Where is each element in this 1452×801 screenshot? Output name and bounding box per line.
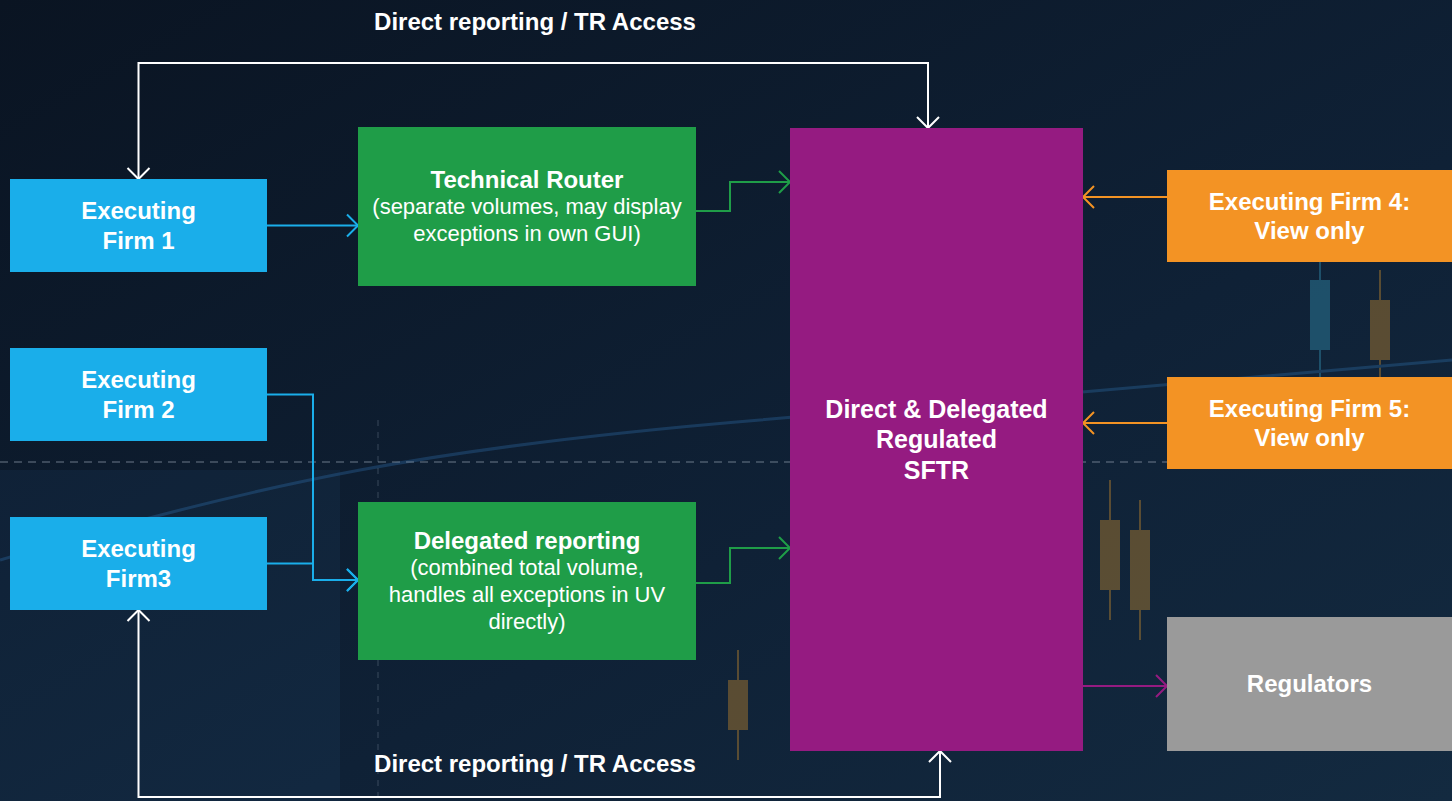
connector-label: Direct reporting / TR Access — [374, 750, 696, 779]
connector — [1083, 675, 1167, 697]
box-title: Executing Firm3 — [55, 534, 222, 593]
connector-line — [267, 395, 358, 581]
connector — [267, 395, 358, 592]
process-box: Delegated reporting(combined total volum… — [358, 502, 696, 660]
arrow-head — [779, 537, 790, 559]
box-title: Executing Firm 1 — [55, 196, 222, 255]
connector-line — [1083, 422, 1167, 424]
box-title: Regulators — [1247, 669, 1372, 698]
connector-line — [267, 564, 358, 581]
arrow-head — [1083, 412, 1094, 434]
process-box: Regulators — [1167, 617, 1452, 751]
arrow-head — [779, 171, 790, 193]
connector — [1083, 412, 1167, 434]
process-box: Executing Firm 2 — [10, 348, 267, 441]
arrow-head — [347, 215, 358, 237]
process-box: Technical Router(separate volumes, may d… — [358, 127, 696, 286]
arrow-head — [128, 610, 150, 621]
connector-line — [267, 225, 358, 227]
connector — [267, 564, 358, 592]
connector-line — [696, 548, 790, 583]
bar-volumes — [0, 470, 340, 801]
arrow-head — [128, 168, 150, 179]
arrow-head — [917, 117, 939, 128]
process-box: Executing Firm3 — [10, 517, 267, 610]
connector — [267, 215, 358, 237]
connector-line — [1083, 685, 1167, 687]
box-description: (separate volumes, may display exception… — [372, 194, 682, 248]
box-title: Technical Router — [431, 165, 624, 194]
box-description: (combined total volume, handles all exce… — [372, 555, 682, 635]
box-title: Executing Firm 4: View only — [1197, 187, 1422, 246]
box-description: SFTR — [904, 455, 969, 486]
connector — [696, 537, 790, 583]
box-title: Executing Firm 5: View only — [1197, 394, 1422, 453]
box-title: Delegated reporting — [414, 526, 641, 555]
box-title: Executing Firm 2 — [55, 365, 222, 424]
box-title: Direct & Delegated Regulated — [810, 394, 1063, 455]
arrow-head — [1083, 186, 1094, 208]
arrow-head — [1156, 675, 1167, 697]
process-box: Executing Firm 4: View only — [1167, 170, 1452, 262]
arrow-head — [347, 569, 358, 591]
connector-line — [696, 182, 790, 211]
process-box: Executing Firm 1 — [10, 179, 267, 272]
arrow-head — [929, 751, 951, 762]
connector-label: Direct reporting / TR Access — [374, 8, 696, 37]
connector-line — [1083, 196, 1167, 198]
connector — [1083, 186, 1167, 208]
connector — [696, 171, 790, 211]
process-box: Executing Firm 5: View only — [1167, 377, 1452, 469]
process-box: Direct & Delegated RegulatedSFTR — [790, 128, 1083, 751]
